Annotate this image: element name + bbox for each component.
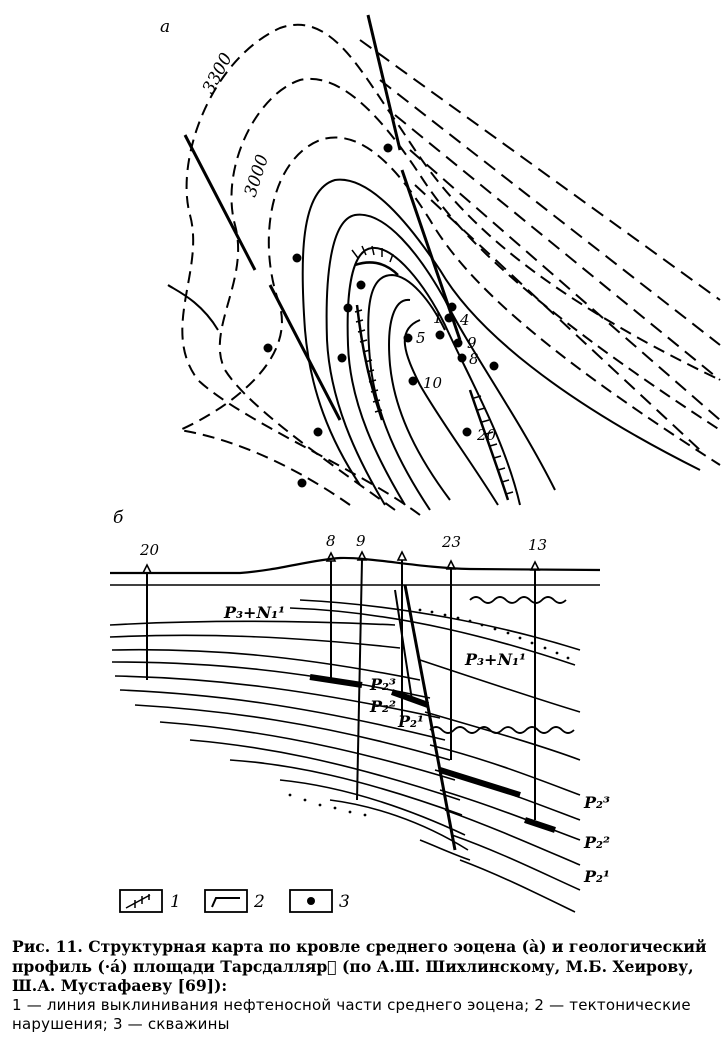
strat-label: P₂¹ — [583, 867, 610, 886]
contour-line — [176, 136, 721, 506]
profile-well-labels: 20 8 9 23 13 — [139, 532, 547, 559]
well-dot — [337, 353, 347, 363]
well-head — [141, 563, 153, 574]
legend: 1 2 3 — [119, 889, 350, 913]
contour-label-3000: 3000 — [241, 152, 273, 200]
wavy-contact — [469, 596, 567, 604]
sand-layer — [288, 608, 570, 817]
contour-line — [325, 213, 556, 506]
well-label: 1 — [433, 309, 443, 327]
contour-line — [379, 79, 721, 346]
well-label: 8 — [326, 532, 336, 550]
structural-map: а 3300 3000 — [160, 14, 721, 516]
fault-line — [183, 134, 257, 271]
faults — [183, 14, 462, 421]
geological-profile: б 20 8 9 23 13 — [109, 508, 610, 913]
map-label: а — [160, 17, 170, 37]
well-label: 10 — [423, 374, 443, 392]
strat-label: P₂² — [369, 697, 396, 716]
legend-label: 3 — [339, 892, 350, 912]
well-dot — [403, 333, 413, 343]
well-label: 9 — [467, 334, 477, 352]
contour-line — [403, 319, 499, 506]
strat-label: P₃+N₁¹ — [464, 650, 526, 669]
well-label: 8 — [469, 350, 479, 368]
well-dot — [343, 303, 353, 313]
pinch-out-line — [354, 261, 510, 501]
well-label: 23 — [441, 533, 461, 551]
contour-line — [394, 114, 721, 381]
contour-line — [359, 39, 721, 301]
pinch-out-hatching — [351, 245, 514, 495]
well-label: 4 — [459, 311, 470, 329]
fault-line — [268, 284, 342, 421]
contour-line — [367, 273, 446, 511]
contour-line — [181, 23, 721, 516]
well-dot — [263, 343, 273, 353]
dashed-contours — [359, 39, 721, 451]
contour-line — [409, 149, 721, 421]
map-wells — [263, 143, 499, 488]
well-dot — [457, 353, 467, 363]
legend-label: 2 — [253, 892, 265, 912]
well-dot — [292, 253, 302, 263]
strat-label: P₂¹ — [397, 712, 424, 731]
well-dot — [297, 478, 307, 488]
well-label: 13 — [528, 536, 547, 554]
secondary-fault — [394, 589, 413, 701]
figure-caption: Рис. 11. Структурная карта по кровле сре… — [12, 937, 714, 1035]
well-head — [396, 550, 408, 561]
well-dot — [453, 338, 463, 348]
surface-line — [110, 556, 601, 575]
bedding-planes — [109, 620, 471, 861]
caption-legend: 1 — линия выклинивания нефтеносной части… — [12, 995, 691, 1034]
strat-labels: P₃+N₁¹ P₃+N₁¹ P₂³ P₂² P₂¹ P₂³ P₂² P₂¹ — [223, 603, 610, 886]
well-label: 20 — [476, 426, 497, 444]
main-fault — [403, 584, 457, 851]
legend-box-2 — [204, 889, 248, 913]
contour-label-3300: 3300 — [199, 50, 237, 98]
well-dot — [356, 280, 366, 290]
strat-label: P₂³ — [369, 675, 396, 694]
legend-box-1 — [119, 889, 163, 913]
fault-line — [400, 169, 462, 341]
contour-line — [167, 284, 219, 331]
strat-label: P₃+N₁¹ — [223, 603, 285, 622]
well-label: 9 — [356, 532, 366, 550]
oil-lenses — [309, 674, 556, 833]
well-dot — [313, 427, 323, 437]
structural-map-and-geological-profile: а 3300 3000 — [109, 14, 721, 913]
well-bore — [356, 559, 363, 801]
well-dot — [408, 376, 418, 386]
strat-label: P₂³ — [583, 793, 610, 812]
contour-line — [218, 77, 721, 511]
chain-layer — [429, 726, 575, 734]
well-dot — [462, 427, 472, 437]
well-dot — [447, 302, 457, 312]
fault-line — [366, 14, 402, 151]
well-bores — [146, 559, 536, 820]
contour-line — [388, 298, 451, 501]
well-dot — [444, 313, 454, 323]
map-well-labels: 1 4 5 9 8 10 20 — [416, 309, 497, 444]
well-dot — [489, 361, 499, 371]
contour-lines — [167, 23, 721, 516]
legend-label: 1 — [170, 892, 181, 912]
profile-label: б — [113, 508, 124, 528]
strat-label: P₂² — [583, 833, 610, 852]
well-dot — [383, 143, 393, 153]
well-dot — [435, 330, 445, 340]
well-label: 5 — [416, 329, 426, 347]
legend-box-3 — [289, 889, 333, 913]
caption-title: Рис. 11. Структурная карта по кровле сре… — [12, 937, 707, 995]
well-label: 20 — [139, 541, 160, 559]
contour-line — [301, 178, 701, 486]
